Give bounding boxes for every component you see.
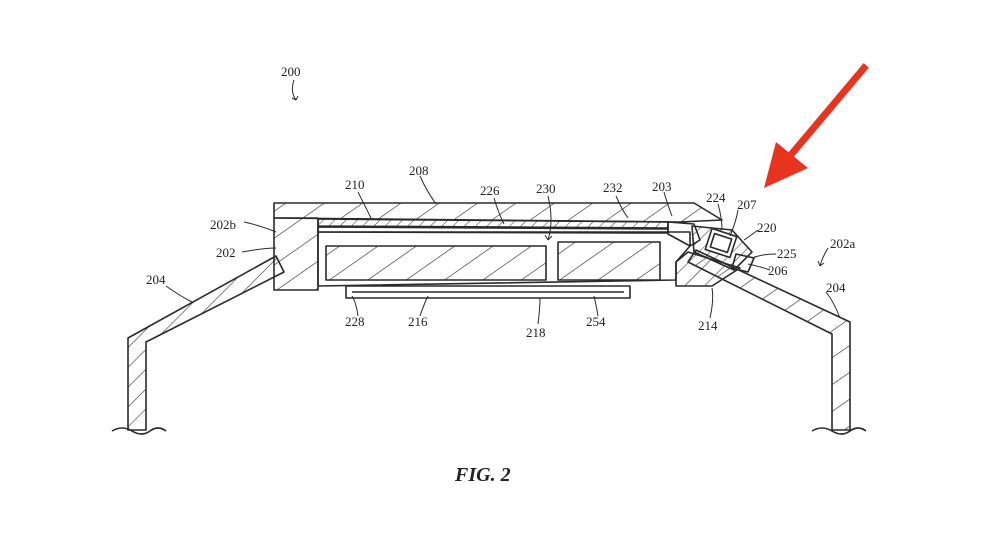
label-228: 228 [345, 314, 365, 329]
label-202b: 202b [210, 217, 236, 232]
figure-caption: FIG. 2 [454, 464, 511, 486]
label-204-right: 204 [826, 280, 846, 295]
label-226: 226 [480, 183, 500, 198]
label-214: 214 [698, 318, 718, 333]
label-224: 224 [706, 190, 726, 205]
reference-labels: 200 208 210 226 230 232 203 224 207 220 … [146, 64, 856, 340]
label-254: 254 [586, 314, 606, 329]
leader-lines [165, 79, 841, 325]
internal-block-254 [557, 241, 661, 281]
label-220: 220 [757, 220, 777, 235]
label-206: 206 [768, 263, 788, 278]
cover-glass-208 [273, 202, 723, 223]
label-218: 218 [526, 325, 546, 340]
label-202a: 202a [830, 236, 856, 251]
label-210: 210 [345, 177, 365, 192]
label-202: 202 [216, 245, 236, 260]
label-232: 232 [603, 180, 623, 195]
button-assembly-207 [691, 225, 755, 273]
right-band-cut-line [811, 427, 867, 435]
left-band-cut-line [111, 427, 167, 435]
label-203: 203 [652, 179, 672, 194]
housing-left-wall-202 [273, 217, 319, 291]
label-204-left: 204 [146, 272, 166, 287]
internal-block-216 [325, 245, 547, 281]
label-216: 216 [408, 314, 428, 329]
label-200: 200 [281, 64, 301, 79]
red-arrow-annotation [764, 63, 869, 188]
bottom-plate-218 [345, 285, 631, 299]
label-208: 208 [409, 163, 429, 178]
label-207: 207 [737, 197, 757, 212]
housing-right-wall-214 [675, 251, 741, 287]
seal-203 [667, 221, 701, 247]
label-225: 225 [777, 246, 797, 261]
label-230: 230 [536, 181, 556, 196]
